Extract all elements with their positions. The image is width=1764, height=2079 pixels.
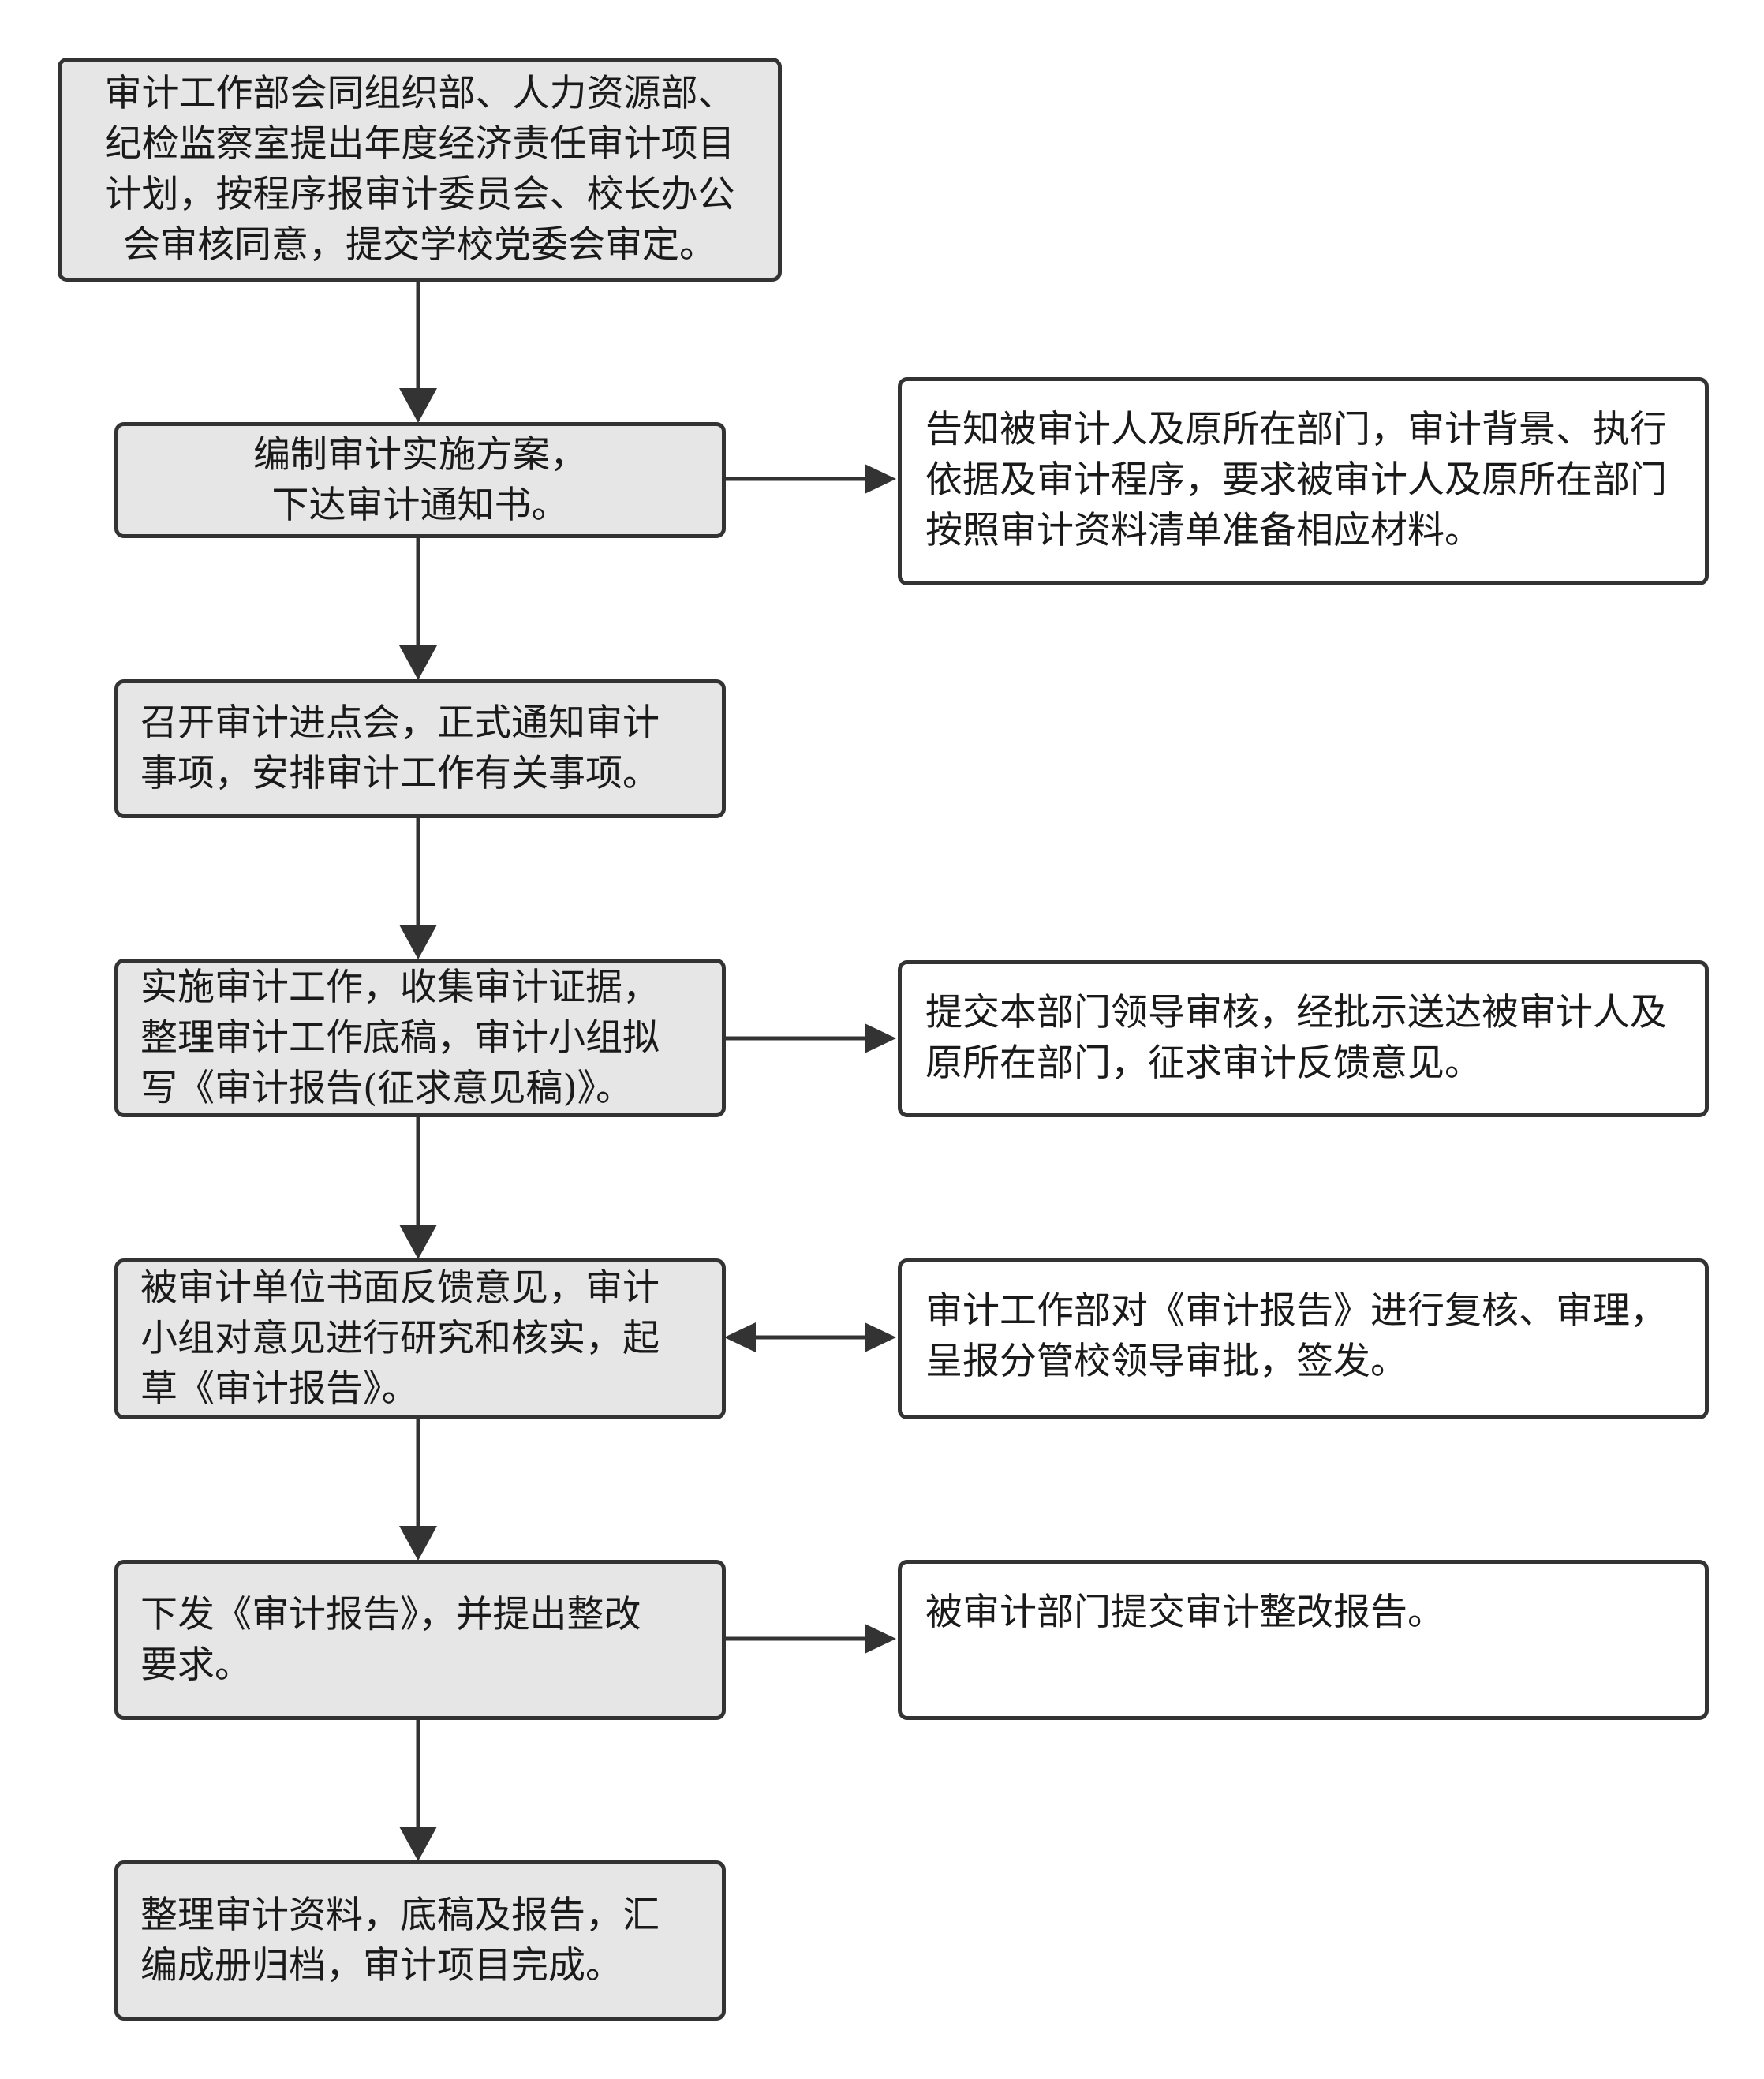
note-3-line-2: 呈报分管校领导审批，签发。 bbox=[925, 1340, 1407, 1383]
step-6-line-1: 下发《审计报告》，并提出整改 bbox=[140, 1592, 641, 1636]
step-1-line-4: 会审核同意，提交学校党委会审定。 bbox=[123, 223, 716, 267]
step-1-line-2: 纪检监察室提出年度经济责任审计项目 bbox=[104, 122, 735, 166]
step-5-feedback-draft: 被审计单位书面反馈意见，审计 小组对意见进行研究和核实，起 草《审计报告》。 bbox=[114, 1258, 726, 1419]
step-7-archive-complete: 整理审计资料，底稿及报告，汇 编成册归档，审计项目完成。 bbox=[114, 1860, 726, 2021]
note-1-notify-auditee: 告知被审计人及原所在部门，审计背景、执行 依据及审计程序，要求被审计人及原所在部… bbox=[898, 377, 1709, 585]
note-1-line-2: 依据及审计程序，要求被审计人及原所在部门 bbox=[925, 458, 1667, 502]
arrowhead-note3 bbox=[865, 1322, 896, 1352]
step-2-audit-notice: 编制审计实施方案， 下达审计通知书。 bbox=[114, 422, 726, 538]
arrowhead-step5 bbox=[399, 1225, 437, 1259]
step-2-line-1: 编制审计实施方案， bbox=[253, 432, 587, 477]
note-3-line-1: 审计工作部对《审计报告》进行复核、审理， bbox=[925, 1289, 1667, 1333]
note-1-line-1: 告知被审计人及原所在部门，审计背景、执行 bbox=[925, 408, 1667, 451]
note-2-leader-review: 提交本部门领导审核，经批示送达被审计人及 原所在部门，征求审计反馈意见。 bbox=[898, 960, 1709, 1117]
side-arrows bbox=[724, 464, 896, 1654]
step-3-entry-meeting: 召开审计进点会，正式通知审计 事项，安排审计工作有关事项。 bbox=[114, 679, 726, 818]
step-7-line-1: 整理审计资料，底稿及报告，汇 bbox=[140, 1893, 660, 1937]
step-5-line-2: 小组对意见进行研究和核实，起 bbox=[140, 1317, 660, 1360]
step-5-line-1: 被审计单位书面反馈意见，审计 bbox=[140, 1266, 660, 1310]
step-5-line-3: 草《审计报告》。 bbox=[140, 1367, 419, 1411]
arrowhead-note4 bbox=[865, 1624, 896, 1654]
step-6-line-2: 要求。 bbox=[140, 1643, 252, 1687]
note-4-rectification-report: 被审计部门提交审计整改报告。 bbox=[898, 1560, 1709, 1720]
step-1-line-3: 计划，按程序报审计委员会、校长办公 bbox=[104, 173, 735, 216]
step-3-line-2: 事项，安排审计工作有关事项。 bbox=[140, 752, 660, 795]
step-4-line-2: 整理审计工作底稿，审计小组拟 bbox=[140, 1015, 660, 1060]
step-3-line-1: 召开审计进点会，正式通知审计 bbox=[140, 701, 660, 745]
step-1-line-1: 审计工作部会同组织部、人力资源部、 bbox=[104, 72, 735, 115]
arrowhead-note1 bbox=[865, 464, 896, 494]
step-4-line-1: 实施审计工作，收集审计证据， bbox=[140, 965, 660, 1009]
note-4-line-1: 被审计部门提交审计整改报告。 bbox=[925, 1591, 1444, 1634]
step-4-line-3: 写《审计报告(征求意见稿)》。 bbox=[140, 1066, 633, 1110]
step-6-issue-report: 下发《审计报告》，并提出整改 要求。 bbox=[114, 1560, 726, 1720]
step-4-audit-fieldwork: 实施审计工作，收集审计证据， 整理审计工作底稿，审计小组拟 写《审计报告(征求意… bbox=[114, 959, 726, 1117]
flow-arrows bbox=[399, 279, 437, 1861]
step-7-line-2: 编成册归档，审计项目完成。 bbox=[140, 1943, 622, 1987]
arrowhead-step3 bbox=[399, 645, 437, 680]
arrowhead-step4 bbox=[399, 925, 437, 959]
arrowhead-step6 bbox=[399, 1526, 437, 1561]
note-2-line-2: 原所在部门，征求审计反馈意见。 bbox=[925, 1041, 1482, 1085]
note-1-line-3: 按照审计资料清单准备相应材料。 bbox=[925, 509, 1482, 552]
note-2-line-1: 提交本部门领导审核，经批示送达被审计人及 bbox=[925, 991, 1667, 1034]
arrowhead-step5-back bbox=[724, 1322, 756, 1352]
step-1-plan-approval: 审计工作部会同组织部、人力资源部、 纪检监察室提出年度经济责任审计项目 计划，按… bbox=[58, 58, 782, 282]
note-3-review-sign-off: 审计工作部对《审计报告》进行复核、审理， 呈报分管校领导审批，签发。 bbox=[898, 1258, 1709, 1419]
arrowhead-note2 bbox=[865, 1023, 896, 1053]
step-2-line-2: 下达审计通知书。 bbox=[271, 483, 569, 527]
arrowhead-step7 bbox=[399, 1827, 437, 1861]
arrowhead-step2 bbox=[399, 388, 437, 423]
